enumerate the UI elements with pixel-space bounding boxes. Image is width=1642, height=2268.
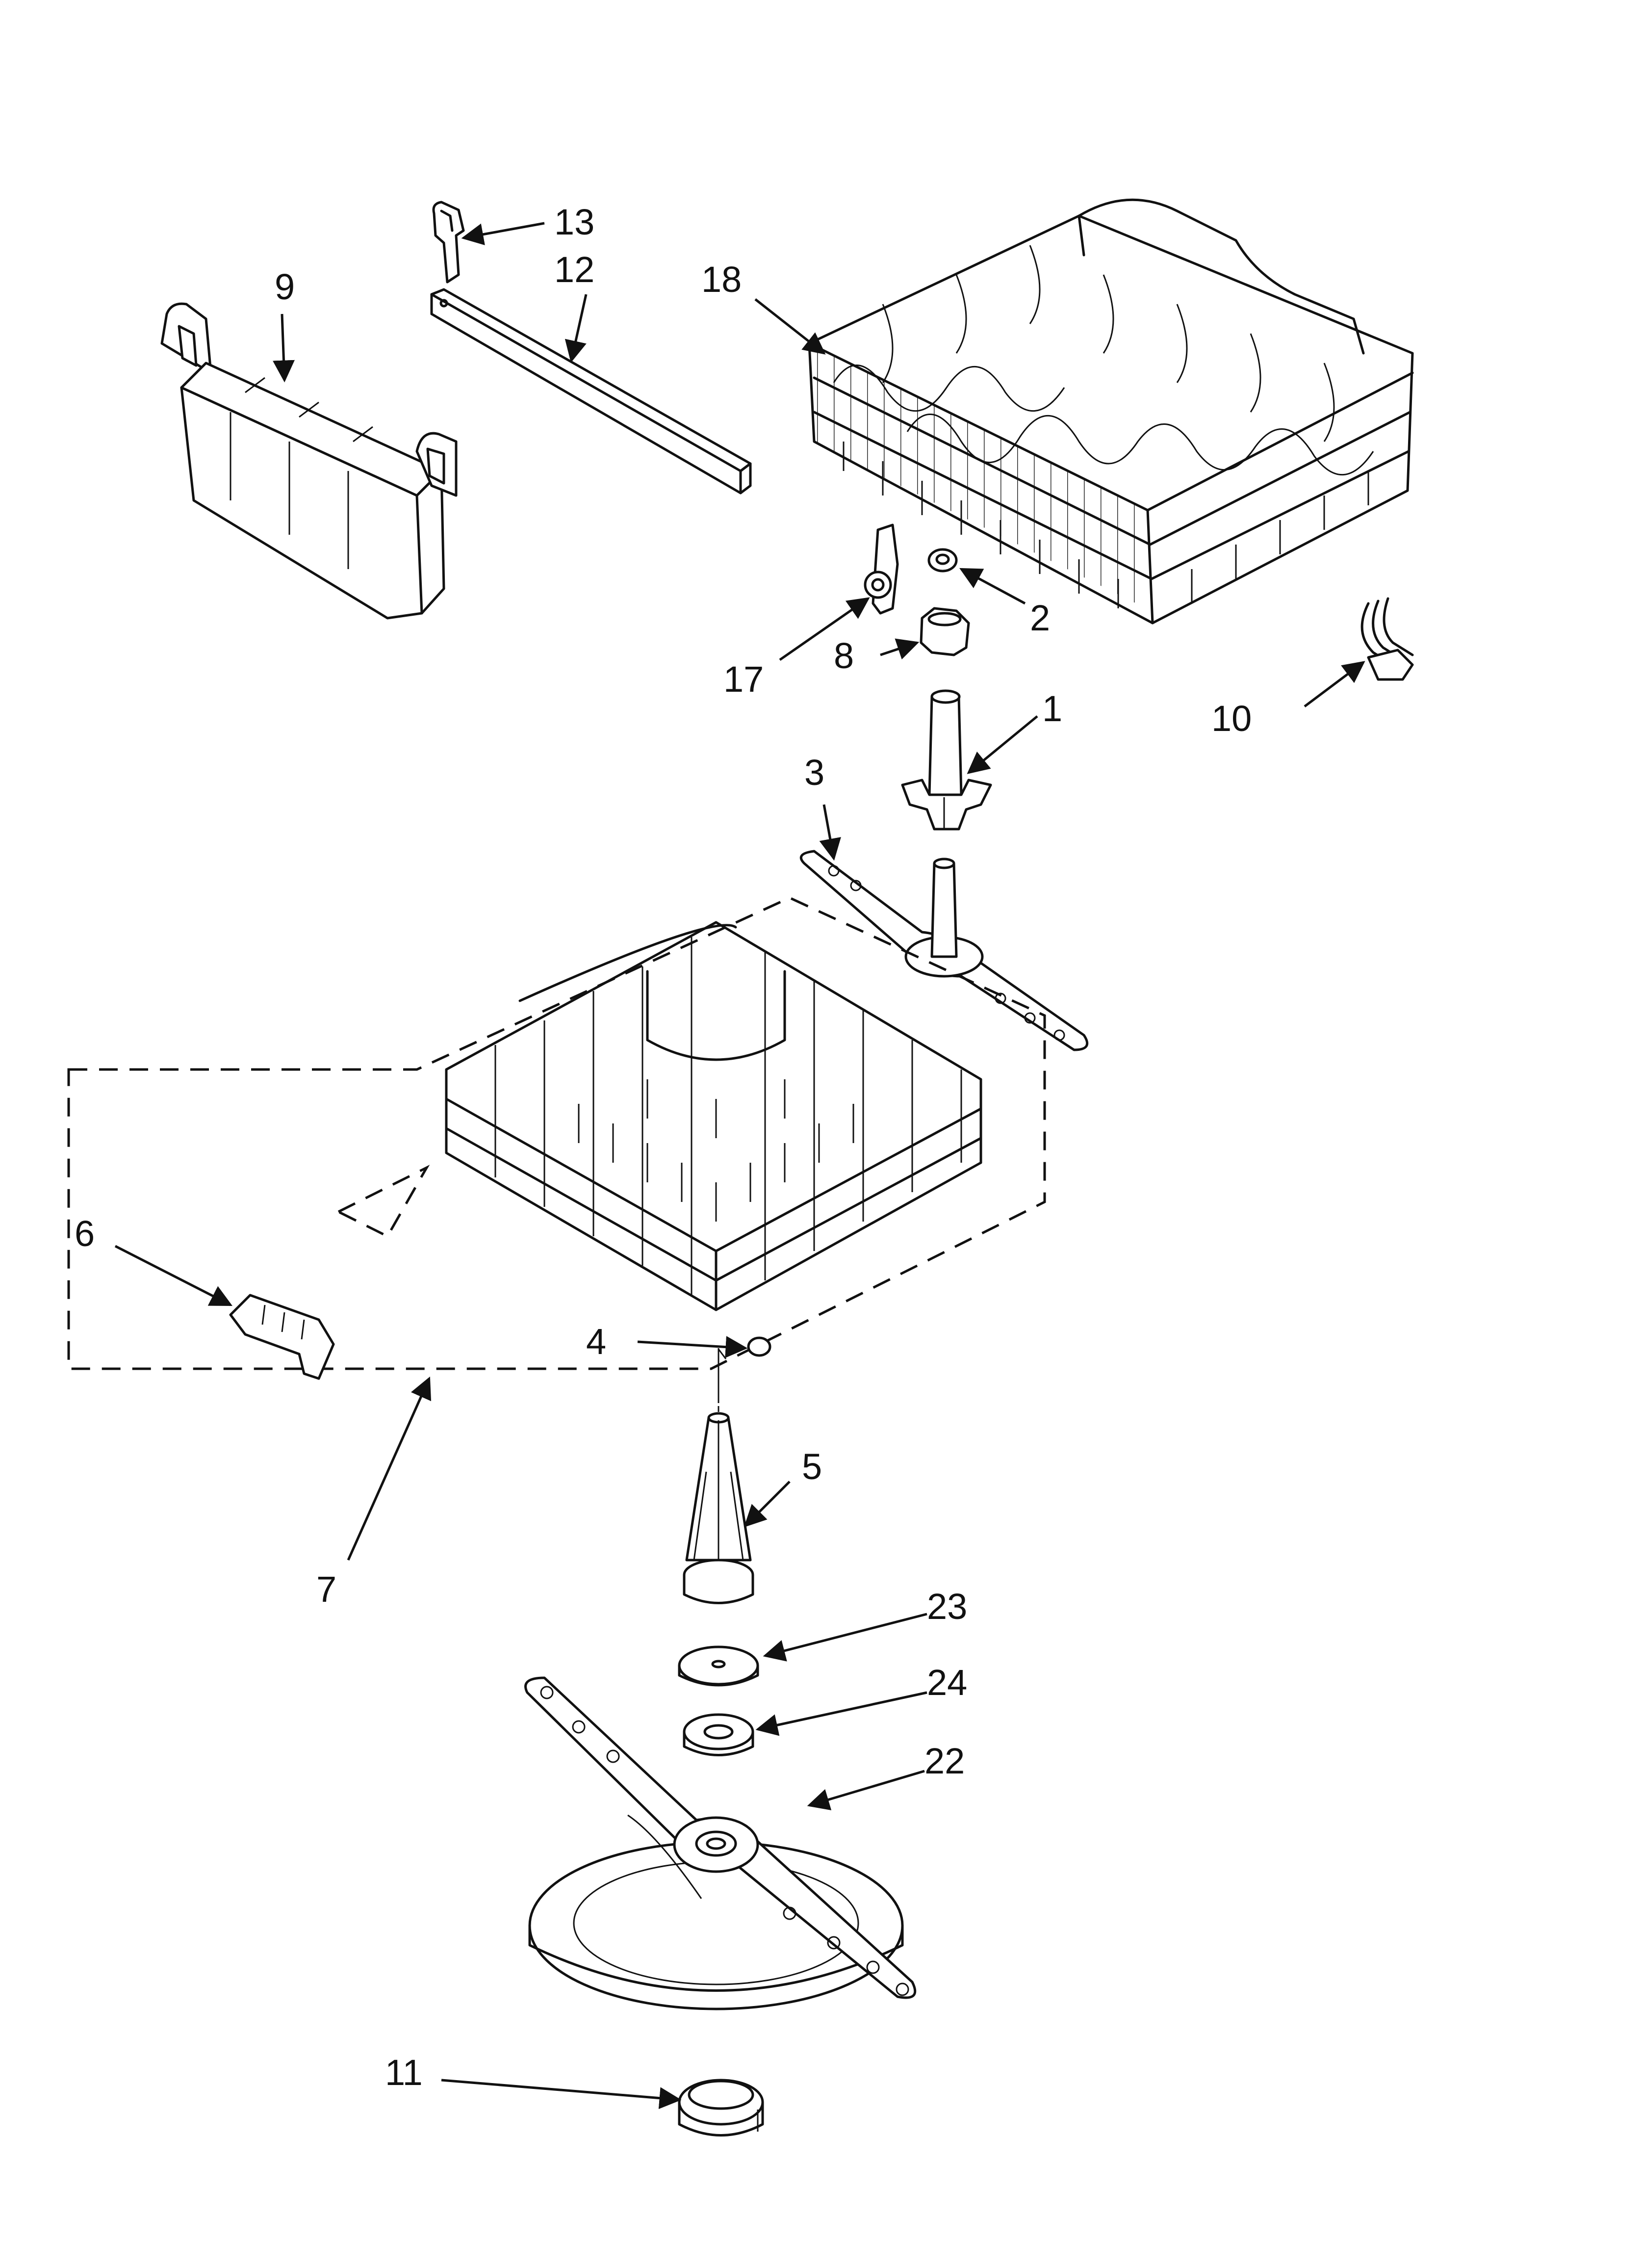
callout-9: 9 [275, 266, 295, 307]
callout-6: 6 [75, 1213, 95, 1254]
callout-10: 10 [1211, 698, 1252, 739]
washer [927, 548, 958, 573]
callout-24: 24 [927, 1662, 967, 1703]
callout-23: 23 [927, 1586, 967, 1627]
callout-7: 7 [316, 1569, 336, 1610]
lower-feed-tube [683, 1374, 754, 1604]
filter-ring [678, 2079, 764, 2137]
callout-8: 8 [834, 635, 854, 676]
callout-11: 11 [385, 2052, 423, 2093]
rack-clip [432, 201, 465, 284]
callout-12: 12 [554, 249, 594, 290]
ring-washer [683, 1713, 754, 1756]
callout-labels: 13 12 9 18 2 17 8 10 1 3 6 4 7 5 23 24 2… [75, 202, 1252, 2093]
callout-1: 1 [1042, 688, 1062, 729]
upper-rack [808, 198, 1414, 625]
rack-bumper [229, 1294, 335, 1380]
hex-nut [920, 607, 970, 656]
leader-lines [114, 222, 1365, 2110]
wire-harness [1360, 597, 1414, 681]
flat-washer [678, 1645, 759, 1687]
callout-3: 3 [804, 752, 824, 793]
upper-spray-arm [799, 850, 1089, 1051]
callout-18: 18 [701, 259, 742, 300]
callout-4: 4 [586, 1321, 606, 1362]
callout-22: 22 [924, 1741, 965, 1781]
callout-13: 13 [554, 202, 594, 242]
lower-rack [67, 896, 1046, 1370]
callout-5: 5 [802, 1446, 822, 1487]
rack-roller [718, 1336, 771, 1403]
silverware-basket [160, 302, 458, 620]
spray-arm-bracket [864, 523, 899, 615]
feed-tube [901, 689, 992, 831]
callout-2: 2 [1030, 598, 1050, 638]
lower-spray-arm-assembly [524, 1676, 917, 2010]
callout-17: 17 [723, 659, 764, 700]
rack-rail [430, 288, 752, 495]
